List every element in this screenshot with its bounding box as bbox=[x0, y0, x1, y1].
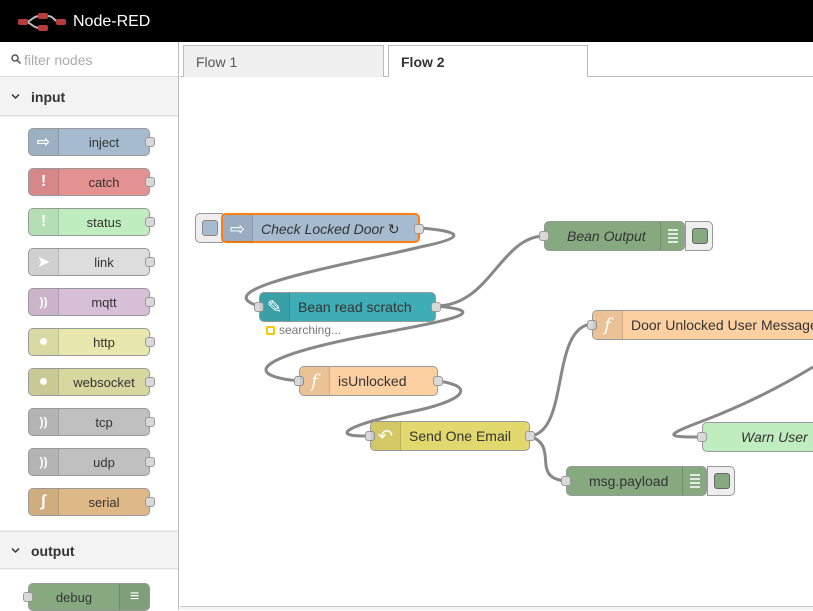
workspace-tabs: Flow 1 Flow 2 bbox=[180, 42, 813, 78]
category-input-body: ⇨ inject ! catch ! status ➤ link )) mqtt… bbox=[0, 117, 178, 530]
input-port[interactable] bbox=[365, 431, 375, 441]
output-port[interactable] bbox=[433, 376, 443, 386]
palette-node-websocket[interactable]: ● websocket bbox=[28, 368, 155, 396]
node-bean-read-scratch[interactable]: ✎ Bean read scratch bbox=[254, 292, 441, 322]
bridge-icon: )) bbox=[29, 289, 59, 315]
wire bbox=[529, 434, 566, 483]
list-icon bbox=[660, 222, 684, 250]
category-output-body: debug ≡ bbox=[0, 570, 178, 611]
category-input-header[interactable]: input bbox=[0, 78, 178, 116]
function-icon: f bbox=[593, 311, 623, 339]
node-msg-payload[interactable]: msg.payload bbox=[561, 466, 707, 496]
output-port[interactable] bbox=[431, 302, 441, 312]
input-port[interactable] bbox=[697, 432, 707, 442]
wire bbox=[529, 322, 593, 438]
workspace-footer bbox=[180, 606, 813, 610]
app-title: Node-RED bbox=[73, 13, 151, 30]
node-palette: input ⇨ inject ! catch ! status ➤ link )… bbox=[0, 42, 179, 611]
switch-icon: ↶ bbox=[371, 422, 401, 450]
wire bbox=[264, 304, 465, 383]
palette-node-udp[interactable]: )) udp bbox=[28, 448, 155, 476]
output-port[interactable] bbox=[145, 177, 155, 187]
palette-node-link[interactable]: ➤ link bbox=[28, 248, 155, 276]
debug-toggle-button[interactable] bbox=[685, 221, 713, 251]
palette-node-mqtt[interactable]: )) mqtt bbox=[28, 288, 155, 316]
wire bbox=[672, 365, 813, 439]
node-status-searching: searching... bbox=[266, 323, 341, 337]
filter-nodes-input[interactable] bbox=[24, 50, 174, 70]
flow-workspace[interactable]: ⇨ Check Locked Door ↻ ✎ Bean read scratc… bbox=[180, 77, 813, 606]
chevron-down-icon bbox=[11, 547, 20, 554]
link-icon: ➤ bbox=[29, 249, 59, 275]
palette-node-status[interactable]: ! status bbox=[28, 208, 155, 236]
node-is-unlocked[interactable]: f isUnlocked bbox=[294, 366, 443, 396]
palette-node-inject[interactable]: ⇨ inject bbox=[28, 128, 155, 156]
node-send-one-email[interactable]: ↶ Send One Email bbox=[365, 421, 535, 451]
wires-layer bbox=[244, 226, 813, 483]
filter-bar bbox=[0, 42, 178, 77]
status-ring-icon bbox=[266, 325, 275, 335]
arrow-right-icon: ⇨ bbox=[223, 215, 253, 243]
arrow-right-icon: ⇨ bbox=[29, 129, 59, 155]
input-port[interactable] bbox=[561, 476, 571, 486]
palette-node-debug[interactable]: debug ≡ bbox=[23, 583, 150, 611]
pencil-icon: ✎ bbox=[260, 293, 290, 321]
debug-toggle-button[interactable] bbox=[707, 466, 735, 496]
palette-node-catch[interactable]: ! catch bbox=[28, 168, 155, 196]
wire bbox=[345, 379, 463, 438]
chevron-down-icon bbox=[11, 93, 20, 100]
output-port[interactable] bbox=[145, 377, 155, 387]
exclamation-icon: ! bbox=[29, 209, 59, 235]
function-icon: f bbox=[300, 367, 330, 395]
node-warn-user[interactable]: Warn User bbox=[697, 422, 813, 452]
palette-node-tcp[interactable]: )) tcp bbox=[28, 408, 155, 436]
globe-icon: ● bbox=[29, 329, 59, 355]
bridge-icon: )) bbox=[29, 449, 59, 475]
palette-node-serial[interactable]: ∫ serial bbox=[28, 488, 155, 516]
output-port[interactable] bbox=[145, 257, 155, 267]
globe-icon: ● bbox=[29, 369, 59, 395]
output-port[interactable] bbox=[145, 417, 155, 427]
output-port[interactable] bbox=[145, 297, 155, 307]
node-red-logo-icon bbox=[18, 13, 66, 31]
node-door-unlocked-user-message[interactable]: f Door Unlocked User Message bbox=[587, 310, 813, 340]
tab-flow-1[interactable]: Flow 1 bbox=[183, 45, 384, 78]
node-bean-output[interactable]: Bean Output bbox=[539, 221, 685, 251]
list-icon: ≡ bbox=[119, 584, 149, 610]
input-port[interactable] bbox=[254, 302, 264, 312]
inject-trigger-button[interactable] bbox=[195, 213, 223, 243]
list-icon bbox=[682, 467, 706, 495]
serial-icon: ∫ bbox=[29, 489, 59, 515]
output-port[interactable] bbox=[145, 137, 155, 147]
bridge-icon: )) bbox=[29, 409, 59, 435]
category-output-header[interactable]: output bbox=[0, 531, 178, 569]
search-icon bbox=[11, 54, 21, 64]
node-check-locked-door[interactable]: ⇨ Check Locked Door ↻ bbox=[221, 213, 424, 243]
input-port[interactable] bbox=[587, 320, 597, 330]
tab-flow-2[interactable]: Flow 2 bbox=[388, 45, 588, 78]
exclamation-icon: ! bbox=[29, 169, 59, 195]
input-port[interactable] bbox=[539, 231, 549, 241]
palette-node-http[interactable]: ● http bbox=[28, 328, 155, 356]
wire bbox=[244, 226, 456, 308]
output-port[interactable] bbox=[145, 337, 155, 347]
header-bar: Node-RED bbox=[0, 0, 813, 42]
input-port[interactable] bbox=[294, 376, 304, 386]
wire bbox=[435, 234, 545, 308]
input-port[interactable] bbox=[23, 592, 33, 602]
output-port[interactable] bbox=[145, 217, 155, 227]
output-port[interactable] bbox=[525, 431, 535, 441]
output-port[interactable] bbox=[145, 457, 155, 467]
output-port[interactable] bbox=[145, 497, 155, 507]
output-port[interactable] bbox=[414, 224, 424, 234]
